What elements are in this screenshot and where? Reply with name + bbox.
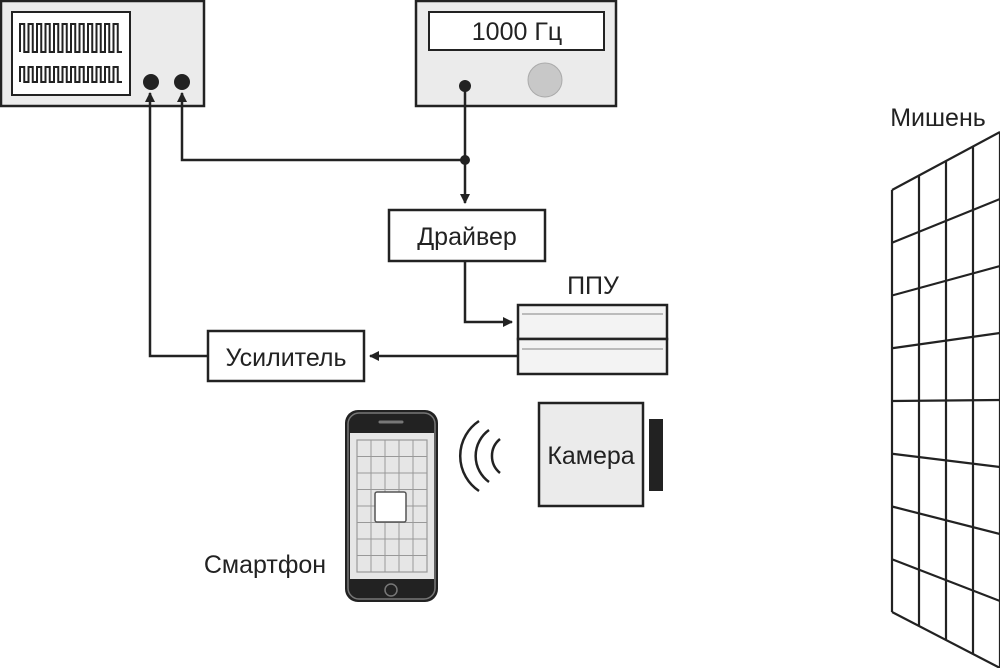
camera-lens [649, 419, 663, 491]
wiring [145, 86, 518, 361]
wireless-signal-icon [458, 419, 501, 493]
target-grid-row-line [891, 505, 1000, 536]
frequency-display-text: 1000 Гц [472, 18, 562, 46]
driver-block: Драйвер [387, 208, 547, 263]
square-wave-trace-top [19, 23, 122, 53]
photodetector-block: ППУ [516, 272, 669, 376]
generator-knob [527, 62, 563, 98]
smartphone-screen-grid [357, 440, 427, 572]
smartphone [345, 410, 438, 602]
target-grid-row-line [891, 131, 1000, 191]
amplifier-label: Усилитель [225, 344, 346, 372]
camera-label: Камера [547, 442, 634, 470]
target-grid-row-line [891, 398, 1000, 403]
camera-body [537, 401, 645, 508]
target-grid-row-line [891, 264, 1000, 297]
amplifier-box [206, 329, 366, 383]
photodetector-label: ППУ [567, 272, 619, 300]
photodetector-lower-tube [516, 337, 669, 376]
target-label: Мишень [890, 104, 986, 132]
square-wave-trace-bottom [19, 66, 122, 83]
oscilloscope [0, 0, 206, 108]
signal-generator: 1000 Гц [414, 0, 618, 108]
smartphone-frame [347, 412, 436, 600]
camera-block: Камера [537, 401, 663, 508]
oscilloscope-input-jack-1 [143, 74, 159, 90]
target-grid-row-line [891, 452, 1000, 469]
amplifier-block: Усилитель [206, 329, 366, 383]
wire-sync-to-oscilloscope [177, 92, 465, 162]
frequency-display [428, 11, 605, 51]
oscilloscope-input-jack-2 [174, 74, 190, 90]
driver-box [387, 208, 547, 263]
wire-amplifier-to-oscilloscope [145, 92, 208, 358]
target-grid [890, 131, 1000, 668]
target-grid-row-line [891, 197, 1000, 244]
smartphone-home-button [384, 583, 398, 597]
target-grid-row-line [891, 331, 1000, 350]
smartphone-label: Смартфон [204, 551, 326, 579]
target-grid-row-line [891, 558, 1000, 603]
wire-junction-dot [460, 155, 470, 165]
wire-driver-to-photodetector [463, 261, 513, 327]
target-grid-row-line [891, 611, 1000, 668]
photodetector-upper-tube [516, 303, 669, 341]
driver-label: Драйвер [417, 223, 517, 251]
target-spot-highlight [374, 491, 407, 523]
